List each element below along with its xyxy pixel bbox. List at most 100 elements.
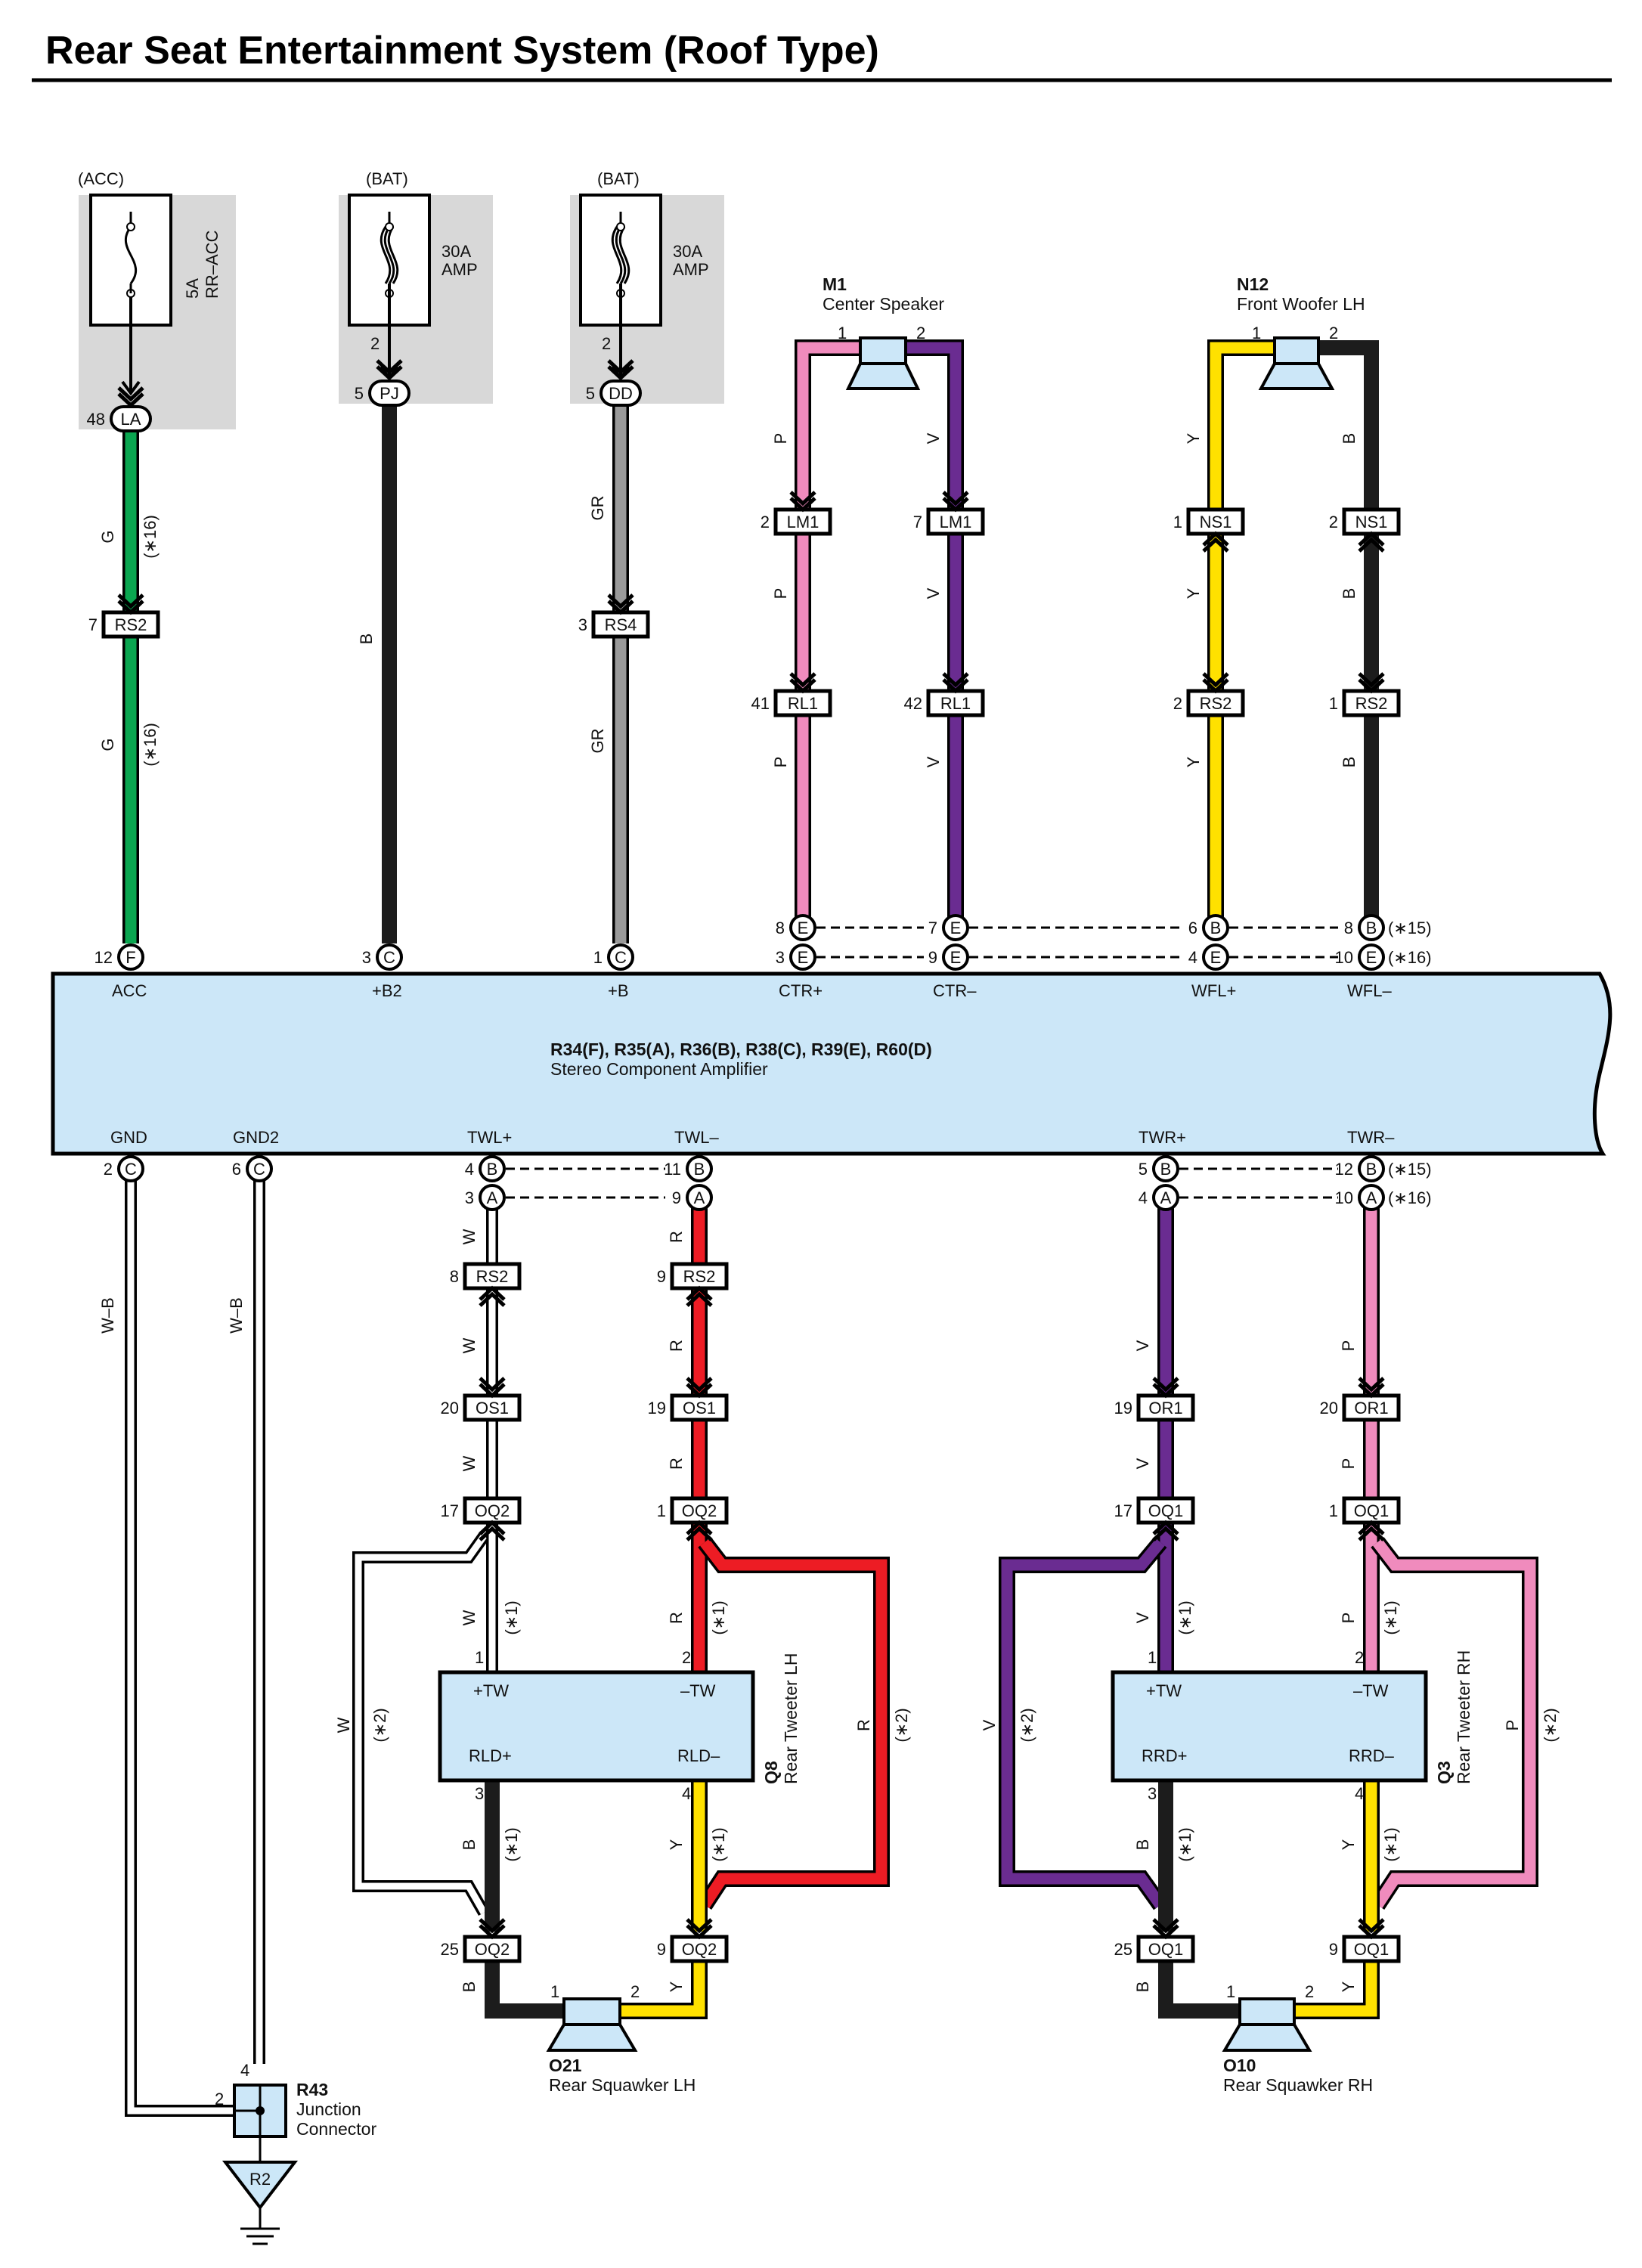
term-ctrm-b-pin: 9 bbox=[928, 948, 937, 967]
term-ctrp-b-letter: E bbox=[798, 948, 809, 967]
svg-text:N12: N12 bbox=[1237, 274, 1269, 294]
svg-text:TWL–: TWL– bbox=[674, 1128, 719, 1147]
wire-color-label-40: (∗2) bbox=[370, 1708, 389, 1742]
fuse-block-bat2: (BAT) 30A AMP 2 bbox=[570, 169, 724, 404]
wire-gnd bbox=[125, 1179, 265, 2117]
svg-text:WFL+: WFL+ bbox=[1191, 981, 1236, 1000]
wire-color-label-43: V bbox=[980, 1719, 999, 1730]
svg-text:CTR–: CTR– bbox=[933, 981, 977, 1000]
term-twlm-a-letter: B bbox=[694, 1160, 705, 1179]
speaker-o21-icon: 1 2 O21 Rear Squawker LH bbox=[546, 1982, 696, 2095]
svg-text:Connector: Connector bbox=[296, 2119, 376, 2139]
wire-color-label-49: Y bbox=[667, 1839, 686, 1850]
wire-color-label-18: B bbox=[1340, 757, 1359, 768]
svg-text:2: 2 bbox=[1329, 324, 1338, 342]
term-ctrp-b-pin: 3 bbox=[776, 948, 785, 967]
svg-text:TWR+: TWR+ bbox=[1139, 1128, 1186, 1147]
svg-text:R2: R2 bbox=[249, 2170, 271, 2189]
connector-oq1-b-pin: 25 bbox=[1114, 1940, 1132, 1959]
wire-color-label-36: P bbox=[1339, 1458, 1358, 1470]
wire-color-label-1: (∗16) bbox=[141, 515, 160, 559]
term-ctrp-a-letter: E bbox=[798, 919, 809, 937]
connector-oq2-r-label: OQ2 bbox=[682, 1501, 717, 1520]
svg-text:RR–ACC: RR–ACC bbox=[203, 230, 222, 299]
term-gnd-letter: C bbox=[125, 1160, 137, 1179]
term-acc-letter: F bbox=[125, 948, 135, 967]
svg-text:Stereo Component Amplifier: Stereo Component Amplifier bbox=[550, 1059, 768, 1079]
wire-color-label-41: R bbox=[854, 1719, 873, 1731]
connector-rl1-v-pin: 42 bbox=[904, 694, 922, 713]
wire-color-label-44: (∗2) bbox=[1018, 1708, 1036, 1742]
svg-text:–TW: –TW bbox=[1353, 1681, 1389, 1700]
connector-rs4-pin: 3 bbox=[578, 615, 587, 634]
wire-wfl-minus bbox=[1318, 340, 1379, 926]
wire-color-label-13: Y bbox=[1184, 432, 1203, 444]
connector-or1-p-label: OR1 bbox=[1354, 1399, 1388, 1418]
wire-color-label-58: Y bbox=[1339, 1981, 1358, 1992]
speaker-m1-icon: M1 Center Speaker 1 2 bbox=[823, 274, 944, 390]
connector-ns1-b-label: NS1 bbox=[1355, 513, 1388, 531]
term-twrm-b bbox=[1358, 1184, 1385, 1211]
connector-rs2-w-label: RS2 bbox=[476, 1267, 509, 1286]
svg-text:CTR+: CTR+ bbox=[779, 981, 823, 1000]
svg-text:(ACC): (ACC) bbox=[78, 169, 124, 188]
note-15-top: (∗15) bbox=[1388, 919, 1432, 937]
svg-text:Rear Squawker RH: Rear Squawker RH bbox=[1223, 2075, 1373, 2095]
svg-text:+B: +B bbox=[608, 981, 629, 1000]
term-ctrm-a-letter: E bbox=[950, 919, 962, 937]
connector-oq1-b-label: OQ1 bbox=[1148, 1940, 1183, 1959]
svg-text:(BAT): (BAT) bbox=[597, 169, 640, 188]
svg-text:1: 1 bbox=[475, 1648, 484, 1667]
wire-color-label-37: P bbox=[1339, 1613, 1358, 1624]
term-wflm-b bbox=[1358, 943, 1385, 971]
term-wflp-a-pin: 6 bbox=[1188, 919, 1197, 937]
svg-text:RRD+: RRD+ bbox=[1142, 1746, 1188, 1765]
wire-color-label-2: G bbox=[98, 738, 117, 751]
term-ctrm-a bbox=[942, 914, 969, 941]
wire-color-label-51: B bbox=[1133, 1839, 1152, 1851]
svg-text:RLD–: RLD– bbox=[677, 1746, 720, 1765]
svg-text:O21: O21 bbox=[549, 2056, 582, 2075]
term-gnd2-letter: C bbox=[253, 1160, 265, 1179]
connector-rs2-acc-pin: 7 bbox=[88, 615, 98, 634]
svg-text:TWR–: TWR– bbox=[1347, 1128, 1395, 1147]
svg-text:1: 1 bbox=[1226, 1982, 1235, 2001]
term-twrm-a-letter: B bbox=[1366, 1160, 1377, 1179]
wire-color-label-32: V bbox=[1133, 1458, 1152, 1469]
wire-color-label-57: B bbox=[1133, 1981, 1152, 1993]
svg-text:30A: 30A bbox=[441, 242, 471, 261]
svg-text:O10: O10 bbox=[1223, 2056, 1256, 2075]
wire-color-label-14: Y bbox=[1184, 587, 1203, 599]
wire-color-label-55: B bbox=[460, 1981, 479, 1993]
connector-rs2-y-pin: 2 bbox=[1173, 694, 1182, 713]
svg-text:AMP: AMP bbox=[673, 260, 709, 279]
connector-oq2-y-pin: 9 bbox=[657, 1940, 666, 1959]
svg-text:Q8: Q8 bbox=[761, 1761, 781, 1784]
term-twrp-b bbox=[1152, 1184, 1179, 1211]
connector-oq2-w-pin: 17 bbox=[441, 1501, 459, 1520]
wire-color-label-29: R bbox=[667, 1612, 686, 1624]
svg-text:2: 2 bbox=[215, 2090, 224, 2108]
wire-color-label-10: V bbox=[924, 432, 943, 444]
term-twlm-a-pin: 11 bbox=[664, 1160, 681, 1179]
term-twlp-a-letter: B bbox=[487, 1160, 498, 1179]
connector-rs4-label: RS4 bbox=[605, 615, 637, 634]
wire-color-label-31: V bbox=[1133, 1340, 1152, 1351]
svg-text:2: 2 bbox=[1355, 1648, 1364, 1667]
amplifier-block: R34(F), R35(A), R36(B), R38(C), R39(E), … bbox=[51, 971, 1613, 1156]
wire-color-label-53: Y bbox=[1339, 1839, 1358, 1850]
wire-color-label-11: V bbox=[924, 587, 943, 599]
fuse-block-bat1: (BAT) 30A AMP 2 bbox=[339, 169, 493, 404]
term-b2-pin: 3 bbox=[362, 948, 371, 967]
connector-rl1-p-label: RL1 bbox=[788, 694, 818, 713]
wire-color-label-0: G bbox=[98, 530, 117, 543]
term-gnd2 bbox=[246, 1155, 273, 1182]
